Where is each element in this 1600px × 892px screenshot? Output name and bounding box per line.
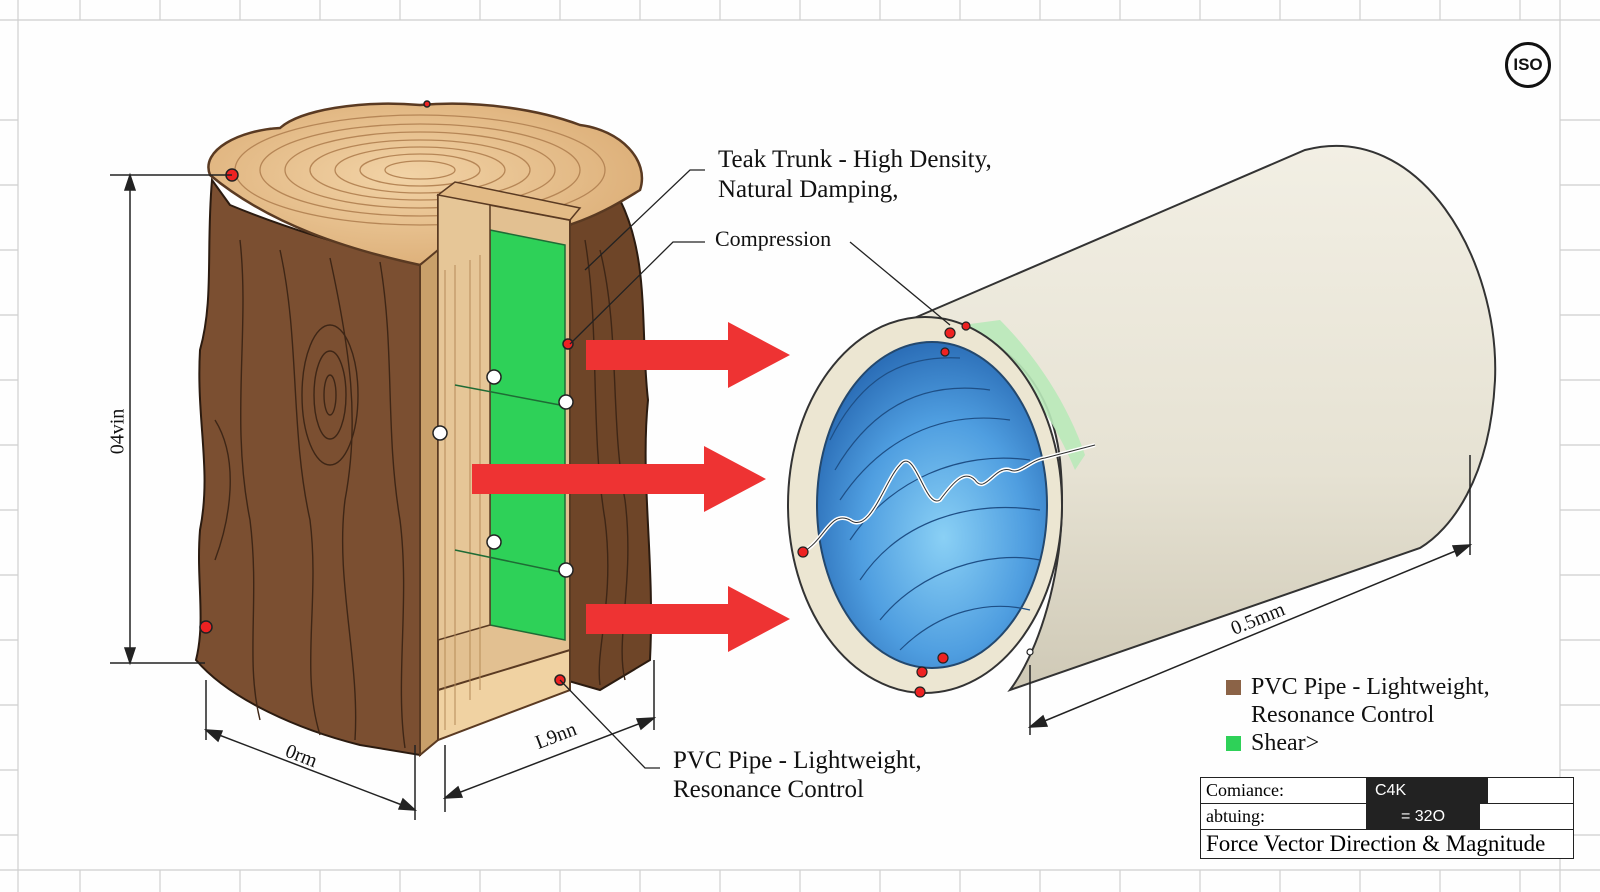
legend-item-pvc: PVC Pipe - Lightweight, bbox=[1226, 674, 1490, 702]
pvc-pipe bbox=[787, 144, 1497, 698]
pipe-green-band bbox=[955, 320, 1085, 470]
force-arrows bbox=[472, 322, 790, 652]
legend-swatch-brown bbox=[1226, 680, 1241, 695]
legend: PVC Pipe - Lightweight, Resonance Contro… bbox=[1226, 674, 1490, 758]
force-arrow-bottom bbox=[586, 586, 790, 652]
legend-item-label: PVC Pipe - Lightweight, bbox=[1251, 674, 1490, 700]
dimension-lines bbox=[110, 172, 1473, 820]
measurement-points bbox=[199, 100, 574, 686]
title-block-value: C4K bbox=[1367, 778, 1487, 803]
legend-item-label: Shear> bbox=[1251, 730, 1320, 756]
pvc-callout-line1: PVC Pipe - Lightweight, bbox=[673, 747, 922, 774]
pipe-interior bbox=[816, 341, 1048, 669]
iso-badge-icon: ISO bbox=[1505, 42, 1551, 88]
teak-title-line1: Teak Trunk - High Density, bbox=[718, 146, 992, 173]
title-block-key: abtuing: bbox=[1201, 804, 1367, 829]
title-block-footer: Force Vector Direction & Magnitude bbox=[1206, 831, 1546, 856]
legend-swatch-green bbox=[1226, 736, 1241, 751]
title-block: Comiance: C4K abtuing: = 32O Force Vecto… bbox=[1200, 777, 1574, 859]
legend-item-shear: Shear> bbox=[1226, 730, 1490, 758]
compression-label: Compression bbox=[715, 226, 832, 251]
shear-green-panel bbox=[489, 229, 566, 641]
title-block-key: Comiance: bbox=[1201, 778, 1367, 803]
teak-trunk bbox=[194, 100, 653, 758]
title-block-row: Comiance: C4K bbox=[1201, 778, 1573, 804]
teak-title-line2: Natural Damping, bbox=[718, 176, 899, 203]
force-arrow-top bbox=[586, 322, 790, 388]
legend-item-pvc-line2: Resonance Control bbox=[1226, 702, 1490, 730]
cutaway-left-wall bbox=[419, 247, 439, 758]
legend-item-label: Resonance Control bbox=[1251, 702, 1435, 728]
leader-lines bbox=[559, 169, 951, 769]
title-block-row: abtuing: = 32O bbox=[1201, 804, 1573, 830]
pvc-callout-line2: Resonance Control bbox=[673, 776, 864, 803]
force-arrow-middle bbox=[472, 446, 766, 512]
title-block-value: = 32O bbox=[1367, 804, 1479, 829]
height-dimension-label: 04vin bbox=[106, 408, 129, 455]
